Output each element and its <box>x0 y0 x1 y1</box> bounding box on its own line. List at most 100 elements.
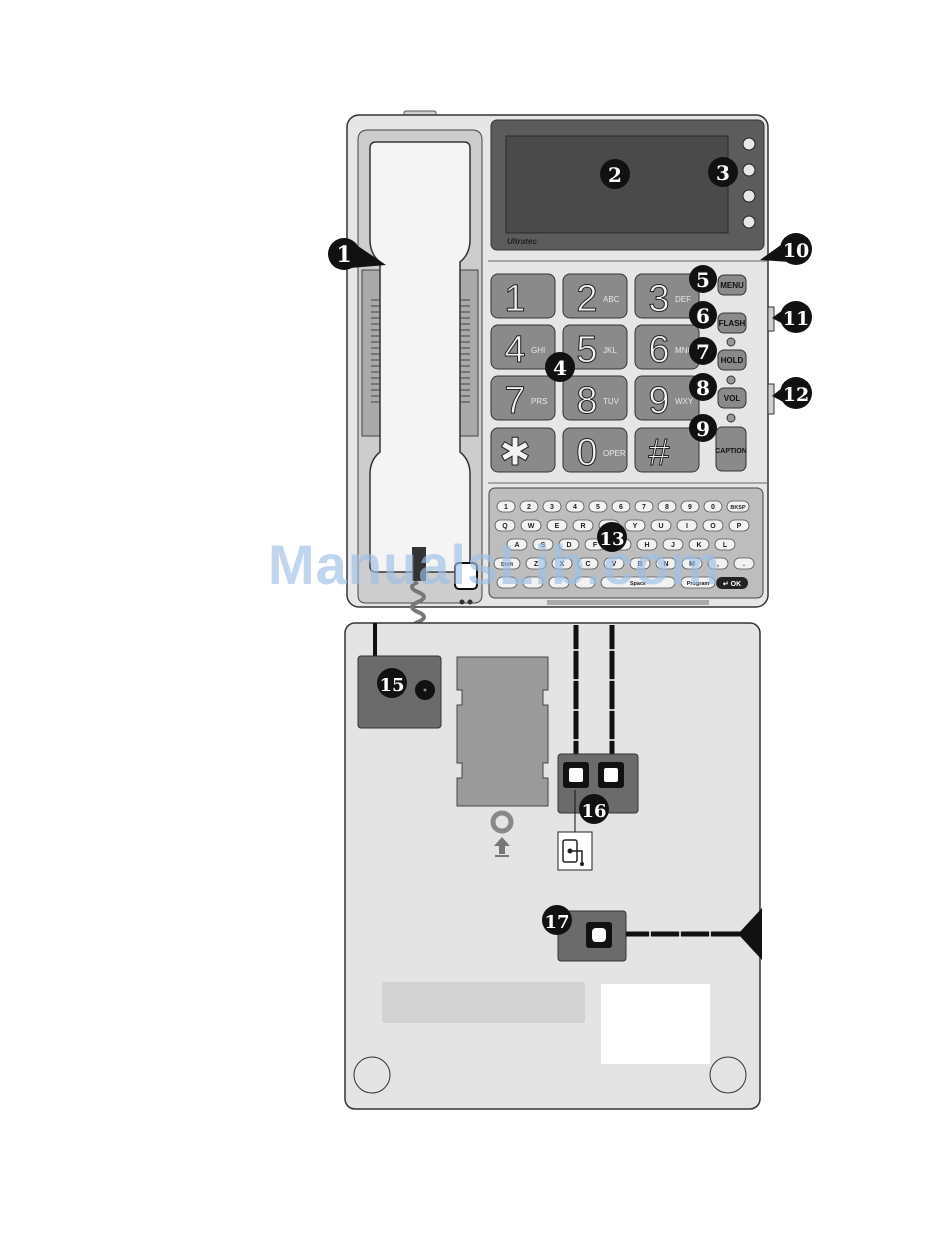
battery-compartment <box>457 657 548 806</box>
callout-17-label: 17 <box>544 912 569 933</box>
wall-jack-icon <box>558 832 592 870</box>
keypad-digit: 6 <box>648 329 669 371</box>
callout-8-label: 8 <box>696 376 710 400</box>
keyboard-key-label: F <box>593 542 598 549</box>
keypad-digit: 3 <box>648 278 669 320</box>
stand-dot-1 <box>460 600 465 605</box>
keyboard-key-label: B <box>637 561 642 568</box>
menu-button-label: MENU <box>720 281 744 290</box>
keypad-letters: JKL <box>603 346 617 355</box>
callout-12-label: 12 <box>783 384 809 406</box>
foot-left <box>354 1057 390 1093</box>
display-button-2[interactable] <box>743 164 755 176</box>
keypad-digit: # <box>648 432 669 474</box>
keyboard-key-label: O <box>710 523 716 530</box>
callout-6-label: 6 <box>696 304 710 328</box>
keyboard-key[interactable] <box>523 577 543 588</box>
keyboard-key-label: BKSP <box>730 505 746 511</box>
keyboard-key-label: X <box>560 561 565 568</box>
data-jack-inner <box>592 928 606 942</box>
vol-button-label: VOL <box>724 394 741 403</box>
keypad-digit: 8 <box>576 380 597 422</box>
keypad-digit: ✱ <box>499 432 531 474</box>
keyboard-key-label: 2 <box>527 504 531 511</box>
foot-right <box>710 1057 746 1093</box>
keyboard-key[interactable] <box>497 577 517 588</box>
hook-switch <box>412 547 426 581</box>
callout-4-label: 4 <box>553 356 567 380</box>
callout-9-label: 9 <box>696 417 710 441</box>
keyboard-key-label: 8 <box>665 504 669 511</box>
keyboard-key-label: Shift <box>501 562 513 568</box>
keyboard-key-label: 3 <box>550 504 554 511</box>
brand-logo: Ultratec <box>507 237 537 246</box>
keypad-letters: PRS <box>531 397 547 406</box>
keyboard-key-label: Z <box>534 561 539 568</box>
keypad-letters: DEF <box>675 295 691 304</box>
keyboard-key-label: D <box>566 542 571 549</box>
keypad-digit: 7 <box>504 380 525 422</box>
keyboard-key-label: 5 <box>596 504 600 511</box>
display-button-4[interactable] <box>743 216 755 228</box>
keyboard-key-label: J <box>671 542 675 549</box>
keypad-digit: 0 <box>576 432 597 474</box>
callout-11-label: 11 <box>783 308 809 330</box>
label-area-right <box>601 984 710 1064</box>
keyboard-key-label: K <box>696 542 701 549</box>
keyboard-key-label: , <box>717 561 719 568</box>
keyboard-key-label: H <box>644 542 649 549</box>
keypad-letters: TUV <box>603 397 620 406</box>
callout-13-label: 13 <box>599 529 624 550</box>
keypad-digit: 9 <box>648 380 669 422</box>
keyboard-key-label: M <box>689 561 695 568</box>
label-area-left <box>382 982 585 1023</box>
keyboard-key-label: Q <box>502 523 508 530</box>
keyboard-key-label: 1 <box>504 504 508 511</box>
keyboard-slot <box>547 600 709 605</box>
side-control-lower[interactable] <box>768 384 774 414</box>
keyboard-key-label: A <box>514 542 519 549</box>
keypad-digit: 5 <box>576 329 597 371</box>
keyboard-key-label: 4 <box>573 504 577 511</box>
callout-2-label: 2 <box>608 163 622 187</box>
side-control-upper[interactable] <box>768 307 774 331</box>
keyboard-key-label: U <box>658 523 663 530</box>
flash-button-label: FLASH <box>719 319 746 328</box>
caption-button-label: CAPTION <box>715 448 747 455</box>
keyboard-key-label: P <box>737 523 742 530</box>
keyboard-key[interactable] <box>549 577 569 588</box>
callout-16-label: 16 <box>581 801 606 822</box>
keyboard-key-label: 9 <box>688 504 692 511</box>
keyboard-key-label: I <box>686 523 688 530</box>
keyboard-key-label: W <box>528 523 535 530</box>
keypad-letters: OPER <box>603 449 626 458</box>
keyboard-key-label: L <box>723 542 728 549</box>
vol-indicator-light <box>727 376 735 384</box>
keypad-letters: GHI <box>531 346 545 355</box>
display-button-1[interactable] <box>743 138 755 150</box>
stand-dot-2 <box>468 600 473 605</box>
handset-icon[interactable] <box>370 142 470 572</box>
ok-key-label: ↵ OK <box>723 581 741 588</box>
display-button-3[interactable] <box>743 190 755 202</box>
callout-7-label: 7 <box>696 340 710 364</box>
handset-port-pin <box>424 689 427 692</box>
callout-15-label: 15 <box>379 675 404 696</box>
keyboard-key-label: Program <box>687 581 710 587</box>
keyboard-key-label: . <box>743 561 745 568</box>
callout-10-label: 10 <box>783 240 809 262</box>
keyboard-key-label: S <box>541 542 546 549</box>
callout-1-label: 1 <box>336 242 351 268</box>
stand-icon <box>455 563 477 589</box>
keyboard-key-label: N <box>663 561 668 568</box>
keyboard-key-label: 7 <box>642 504 646 511</box>
keypad-digit: 2 <box>576 278 597 320</box>
hold-indicator-light <box>727 338 735 346</box>
keypad-letters: ABC <box>603 295 620 304</box>
keyboard-key-label: E <box>555 523 560 530</box>
keypad-letters: WXY <box>675 397 694 406</box>
keyboard-key-label: R <box>580 523 585 530</box>
keyboard-key[interactable] <box>575 577 595 588</box>
keyboard-key-label: 0 <box>711 504 715 511</box>
